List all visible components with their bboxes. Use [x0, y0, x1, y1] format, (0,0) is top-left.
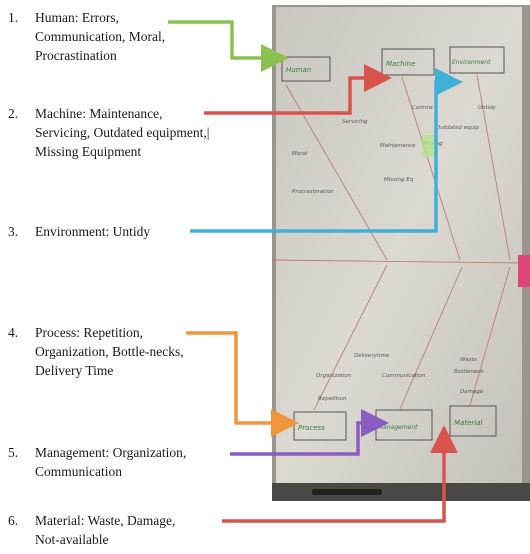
- scribble: Servicing: [342, 119, 368, 125]
- item-line: Process: Repetition,: [35, 325, 143, 340]
- scribble: Communication: [382, 373, 426, 379]
- list-item-environment: 3. Environment: Untidy: [8, 222, 150, 241]
- box-label-material: Material: [454, 419, 482, 427]
- scribble: Repetition: [318, 396, 347, 402]
- item-line: Communication, Moral,: [35, 29, 166, 44]
- box-label-human: Human: [286, 66, 311, 74]
- box-machine: [381, 48, 435, 76]
- box-label-machine: Machine: [386, 60, 415, 68]
- flipchart-drawing: Human Machine Environment Process Manage…: [272, 5, 530, 501]
- item-line: Missing Equipment: [35, 144, 142, 159]
- item-line: Procrastination: [35, 48, 117, 63]
- scribble: Moral: [292, 151, 308, 157]
- item-number: 3.: [8, 224, 19, 239]
- list-item-human: 1. Human: Errors, Communication, Moral, P…: [8, 8, 165, 65]
- arrow-human: [168, 20, 289, 72]
- box-label-management: Management: [378, 424, 418, 431]
- item-line: Organization, Bottle-necks,: [35, 344, 184, 359]
- item-line: Material: Waste, Damage,: [35, 513, 176, 528]
- item-number: 4.: [8, 325, 19, 340]
- spine-line: [272, 259, 523, 264]
- box-environment: [449, 46, 505, 74]
- item-line: Servicing, Outdated equipment,|: [35, 125, 210, 140]
- item-line: Not-available: [35, 532, 109, 547]
- item-number: 5.: [8, 445, 19, 460]
- box-label-process: Process: [298, 424, 325, 432]
- scribble: Missing Eq: [384, 177, 414, 183]
- scribble: Damage: [460, 389, 484, 395]
- item-line: Communication: [35, 464, 122, 479]
- board-base: [272, 483, 530, 501]
- scribble: Untidy: [478, 105, 497, 111]
- paper-sheet: [276, 7, 522, 485]
- scribble: Procrastination: [292, 189, 334, 195]
- scribble: Comms: [412, 105, 433, 111]
- item-line: Environment: Untidy: [35, 224, 151, 239]
- item-line: Management: Organization,: [35, 445, 187, 460]
- box-material: [449, 405, 497, 437]
- item-number: 1.: [8, 10, 19, 25]
- list-item-machine: 2. Machine: Maintenance, Servicing, Outda…: [8, 104, 209, 161]
- item-line: Delivery Time: [35, 363, 114, 378]
- flipchart-photo: Human Machine Environment Process Manage…: [272, 5, 530, 501]
- scribble: Deliverytime: [354, 353, 390, 359]
- scribble: Waste: [460, 357, 478, 363]
- sticky-note: [422, 135, 438, 157]
- scribble: Bottleneck: [454, 369, 484, 375]
- list-item-management: 5. Management: Organization, Communicatio…: [8, 443, 186, 481]
- list-item-material: 6. Material: Waste, Damage, Not-available: [8, 511, 175, 549]
- item-number: 2.: [8, 106, 19, 121]
- bone-management: [399, 266, 463, 410]
- scribble: Maintenance: [380, 143, 416, 149]
- bone-environment: [476, 74, 511, 261]
- box-label-environment: Environment: [452, 59, 491, 66]
- marker-tray: [312, 489, 382, 495]
- scribble: Organization: [316, 373, 352, 379]
- bone-material: [469, 266, 511, 406]
- item-line: Machine: Maintenance,: [35, 106, 163, 121]
- bone-process: [313, 264, 388, 411]
- item-number: 6.: [8, 513, 19, 528]
- sticky-tab: [518, 255, 530, 287]
- item-line: Human: Errors,: [35, 10, 119, 25]
- scribble: Outdated equip: [436, 125, 480, 131]
- list-item-process: 4. Process: Repetition, Organization, Bot…: [8, 323, 184, 380]
